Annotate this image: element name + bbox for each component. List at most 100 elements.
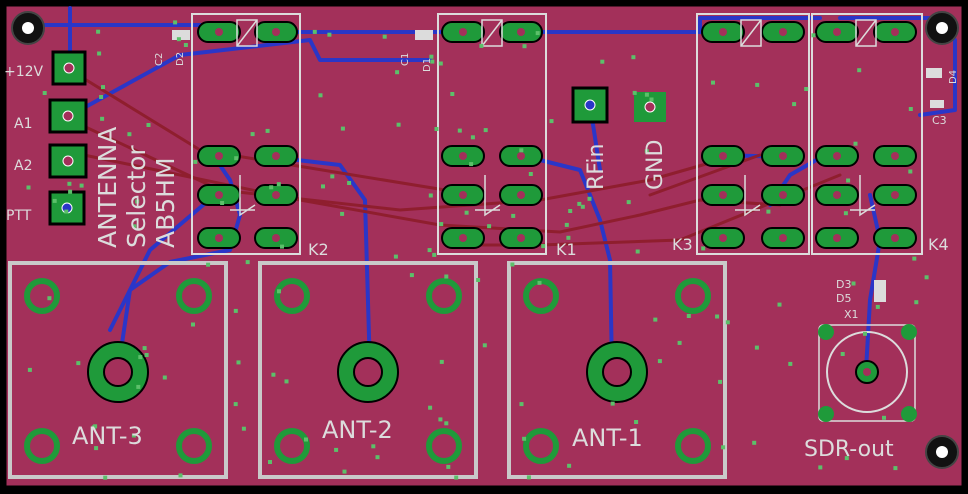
via (52, 198, 57, 203)
via (457, 128, 462, 133)
via (371, 444, 376, 449)
via (99, 95, 104, 99)
via (334, 447, 339, 452)
top-traces (58, 68, 842, 247)
via (79, 183, 84, 188)
mounting-holes (11, 11, 959, 469)
label-c1: C1 (400, 53, 411, 66)
label-d3: D3 (836, 278, 851, 291)
via (766, 209, 771, 214)
via (393, 254, 398, 259)
via (241, 426, 246, 431)
via (701, 246, 706, 251)
via (718, 379, 723, 384)
via (131, 433, 136, 438)
via (382, 34, 387, 39)
smd-parts (172, 30, 944, 108)
via (519, 402, 524, 407)
via (67, 181, 72, 186)
via (644, 92, 649, 97)
via (851, 281, 856, 286)
via (265, 128, 270, 133)
via (444, 274, 449, 279)
via (487, 224, 492, 229)
via (912, 256, 917, 261)
via (818, 465, 823, 470)
via (234, 156, 239, 161)
label-gnd: GND (643, 140, 668, 190)
label-a2: A2 (14, 158, 32, 174)
via (438, 61, 443, 66)
via (577, 201, 582, 206)
via (792, 102, 797, 107)
via (396, 122, 401, 127)
via (510, 262, 515, 267)
via (522, 436, 527, 441)
via (183, 43, 188, 47)
via (600, 59, 605, 64)
silkscreen: ANTENNA Selector AB5HM +12V A1 A2 PTT RF… (4, 52, 959, 462)
via (127, 132, 132, 137)
relay-k2-outline (191, 13, 301, 255)
via (526, 475, 531, 480)
via (840, 352, 845, 356)
via (429, 54, 434, 59)
via (94, 446, 99, 451)
via (321, 184, 325, 189)
via (754, 345, 759, 350)
via (924, 275, 929, 280)
label-rfin: RFin (584, 144, 609, 190)
via (327, 32, 332, 37)
relay-coil-symbols (230, 19, 877, 217)
label-d2: D2 (175, 52, 186, 66)
label-k2: K2 (308, 240, 329, 259)
via (206, 262, 211, 267)
via (580, 204, 585, 209)
via (444, 421, 449, 426)
via (686, 314, 691, 318)
via (788, 361, 793, 366)
via (430, 59, 435, 64)
sdr-out-connector (818, 280, 917, 422)
connector-corner-pads (24, 278, 711, 464)
via (450, 92, 455, 96)
label-d1: D1 (422, 58, 433, 72)
via (566, 235, 571, 240)
via (535, 31, 540, 36)
via (483, 128, 488, 133)
via (804, 87, 809, 91)
via (428, 193, 433, 198)
via (277, 289, 281, 294)
via (635, 249, 640, 254)
via (100, 116, 105, 121)
via (340, 211, 345, 216)
via (271, 372, 276, 377)
via (454, 475, 459, 480)
via (173, 20, 178, 25)
via (464, 210, 469, 215)
via (76, 361, 81, 366)
relay-pad-holes (215, 28, 899, 242)
via (103, 475, 108, 480)
via (511, 213, 516, 218)
via (469, 162, 474, 167)
label-c3: C3 (932, 114, 947, 127)
label-k1: K1 (556, 240, 577, 259)
via (428, 405, 433, 410)
via (191, 322, 195, 327)
via (587, 196, 592, 201)
via (268, 460, 272, 464)
label-ant3: ANT-3 (72, 422, 143, 450)
via (725, 320, 730, 325)
via (146, 123, 151, 127)
via (342, 469, 347, 474)
via (568, 209, 573, 213)
via (47, 296, 52, 301)
ant3-frame (8, 261, 228, 479)
via (541, 244, 546, 249)
via (432, 252, 437, 257)
via (375, 455, 380, 460)
via (269, 185, 274, 190)
via (853, 141, 858, 146)
